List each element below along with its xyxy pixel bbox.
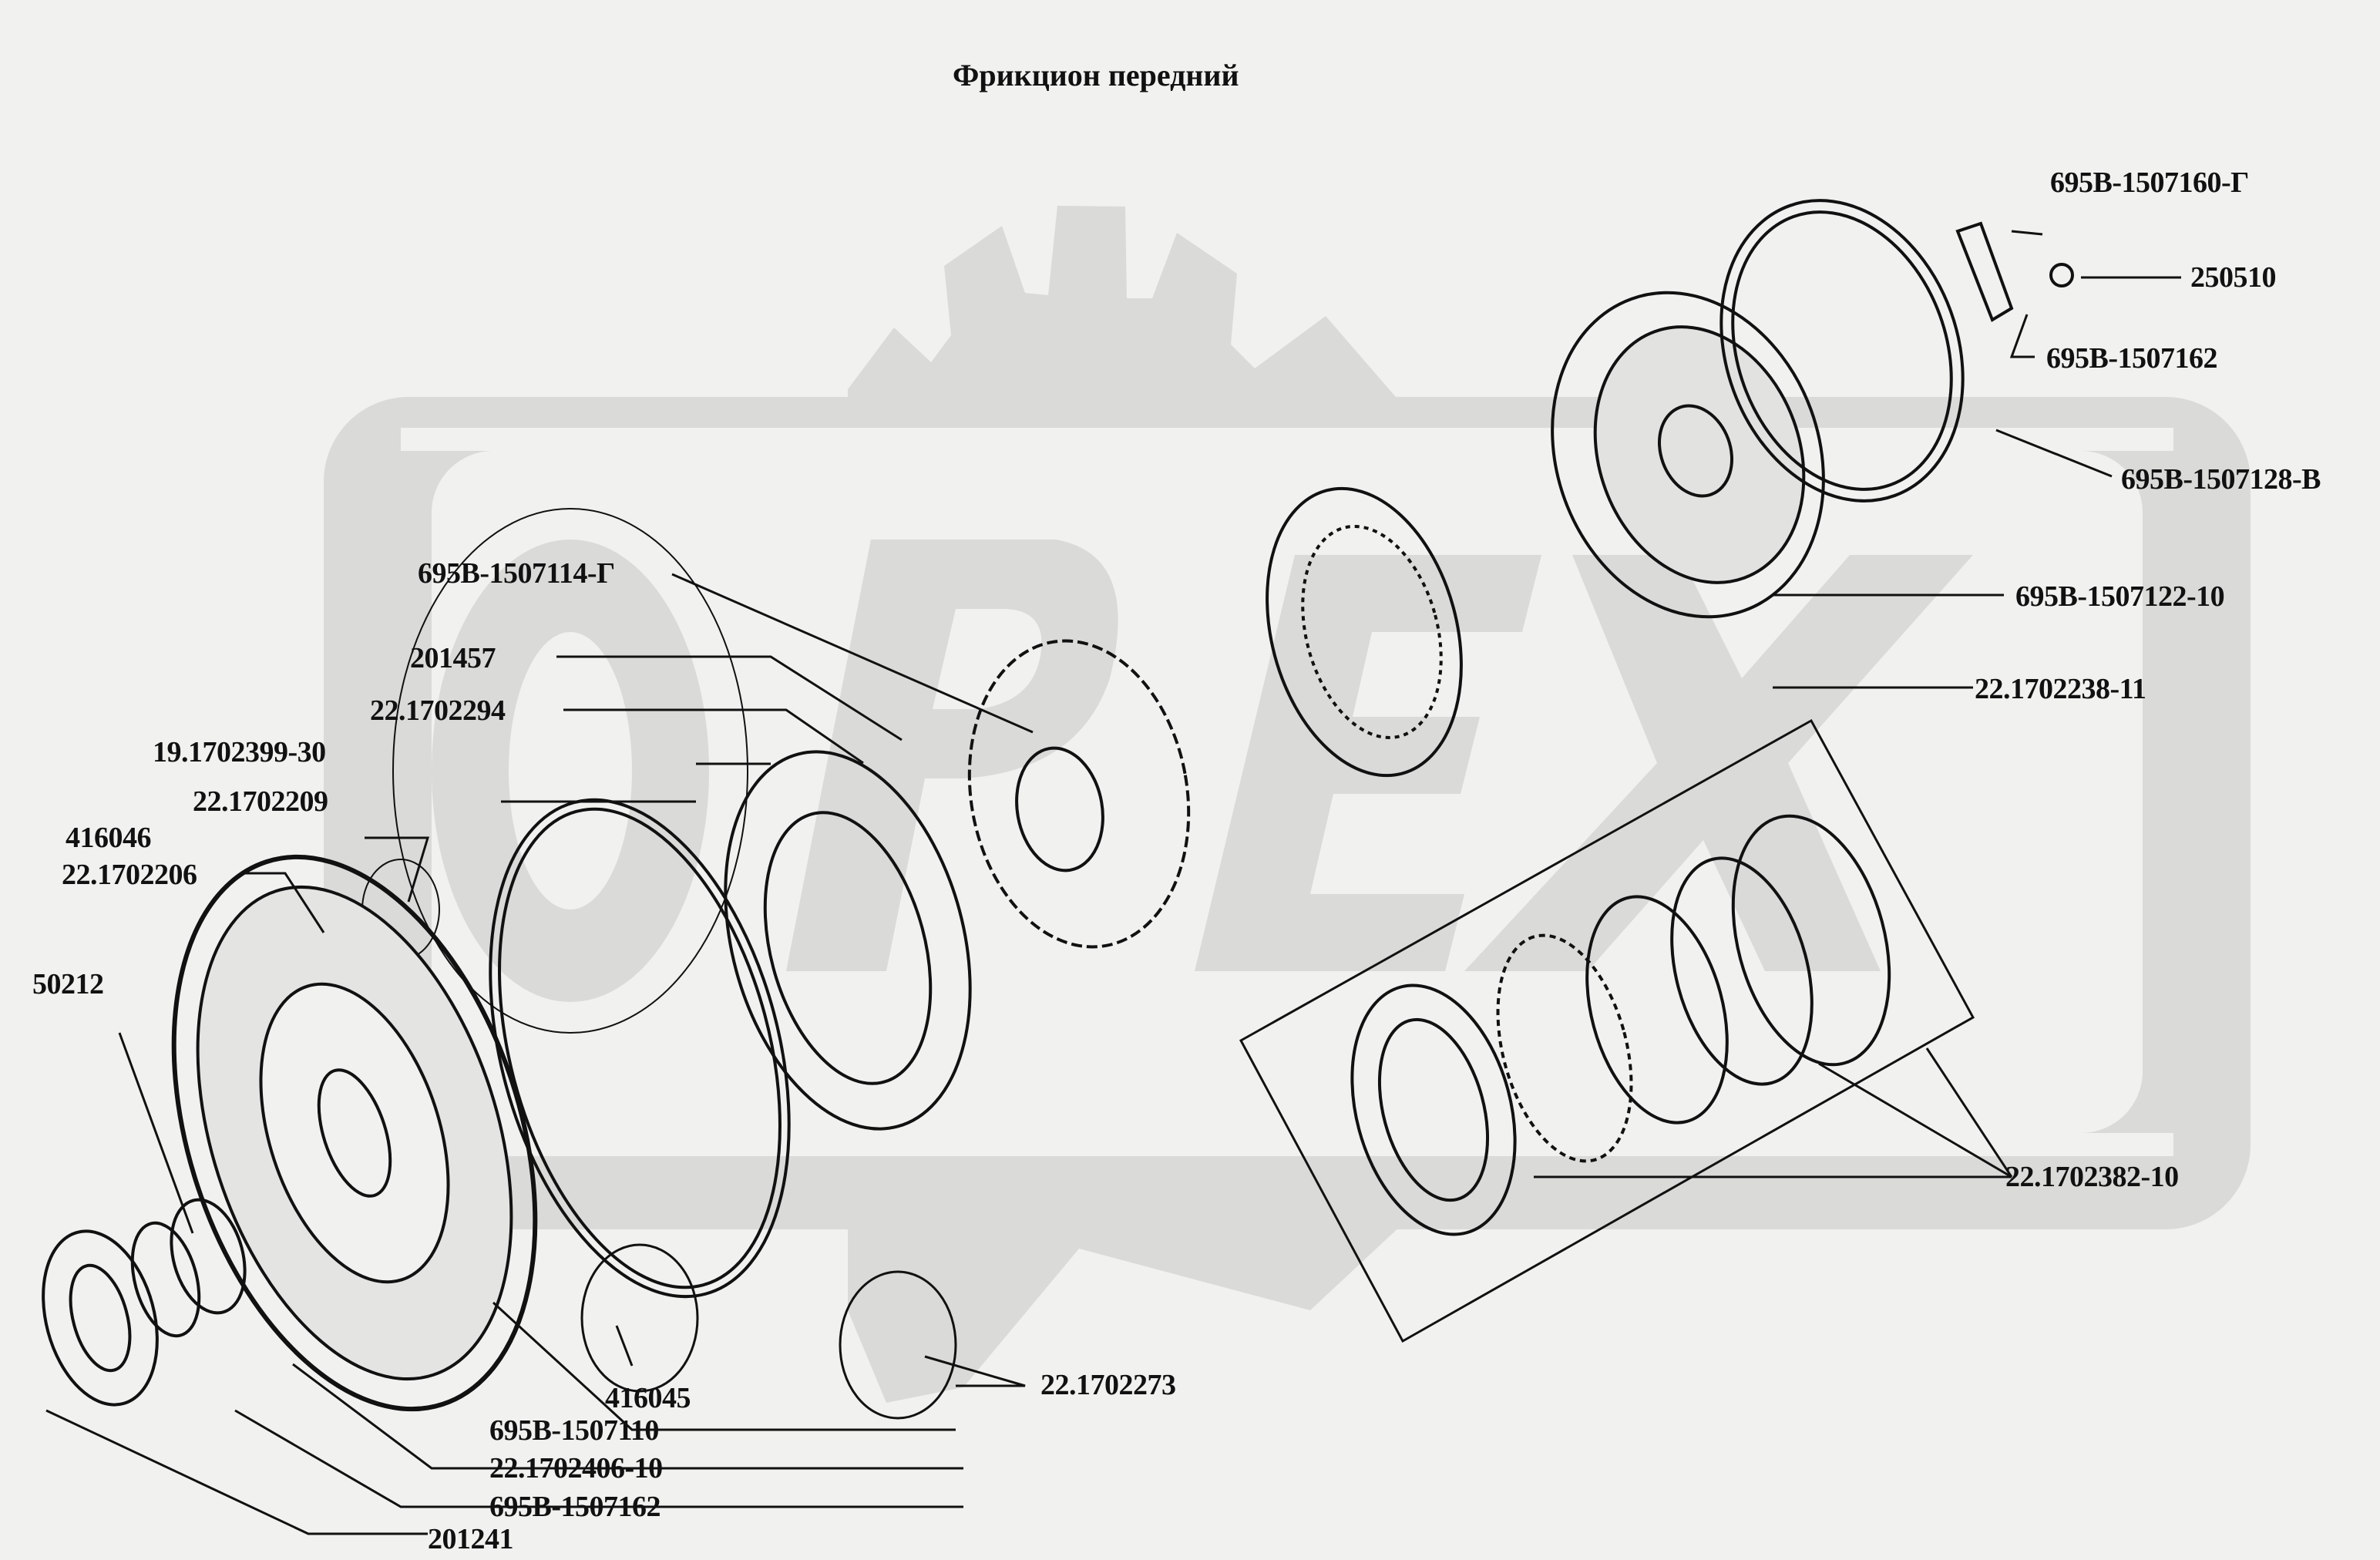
part-label: 695В-1507110 — [489, 1414, 659, 1447]
part-label: 22.1702209 — [193, 785, 328, 818]
watermark-letter-p — [786, 540, 1118, 971]
part-label: 22.1702206 — [62, 859, 197, 891]
part-label: 695В-1507162 — [489, 1491, 661, 1523]
watermark-letters — [432, 540, 1973, 1002]
part-disk-pack — [1350, 814, 1891, 1236]
part-label: 201457 — [410, 642, 496, 674]
part-nut-250510 — [2049, 263, 2074, 287]
part-cover — [42, 1229, 159, 1407]
part-label: 22.1702382-10 — [2005, 1161, 2179, 1193]
diagram-title: Фрикцион передний — [953, 58, 1239, 92]
part-toothed-disk — [1266, 486, 1463, 778]
part-label: 22.1702273 — [1040, 1369, 1176, 1401]
part-label: 22.1702238-11 — [1975, 673, 2146, 705]
part-label: 695В-1507122-10 — [2015, 580, 2225, 613]
callout-circle-416045 — [580, 1243, 699, 1393]
part-seal — [130, 1221, 201, 1338]
part-label: 50212 — [32, 968, 104, 1000]
part-clip — [1955, 221, 2014, 322]
part-label: 22.1702294 — [370, 694, 506, 727]
callout-circle-22-1702273 — [839, 1270, 957, 1420]
part-drum — [1551, 291, 1825, 619]
part-label: 416046 — [66, 822, 152, 854]
part-label: 201241 — [428, 1523, 514, 1555]
callout-circle-large — [392, 508, 748, 1034]
part-label: 250510 — [2190, 261, 2277, 294]
disk-pack-frame — [1239, 718, 1975, 1343]
watermark-letter-e — [1195, 555, 1541, 971]
watermark-letter-x — [1464, 555, 1973, 971]
leader-lines — [45, 230, 2181, 1535]
part-label: 695В-1507162 — [2046, 342, 2218, 375]
part-bearing — [170, 1198, 247, 1315]
part-pressure-plate — [724, 750, 972, 1131]
part-label: 695В-1507160-Г — [2050, 166, 2249, 199]
part-label: 695В-1507114-Г — [418, 557, 615, 590]
part-label: 695В-1507128-В — [2121, 463, 2321, 496]
part-gear — [967, 639, 1191, 949]
part-label: 19.1702399-30 — [153, 736, 326, 768]
part-housing — [171, 854, 538, 1412]
part-label: 22.1702406-10 — [489, 1452, 663, 1484]
part-label: 416045 — [605, 1382, 691, 1414]
part-ring — [1719, 199, 1965, 503]
